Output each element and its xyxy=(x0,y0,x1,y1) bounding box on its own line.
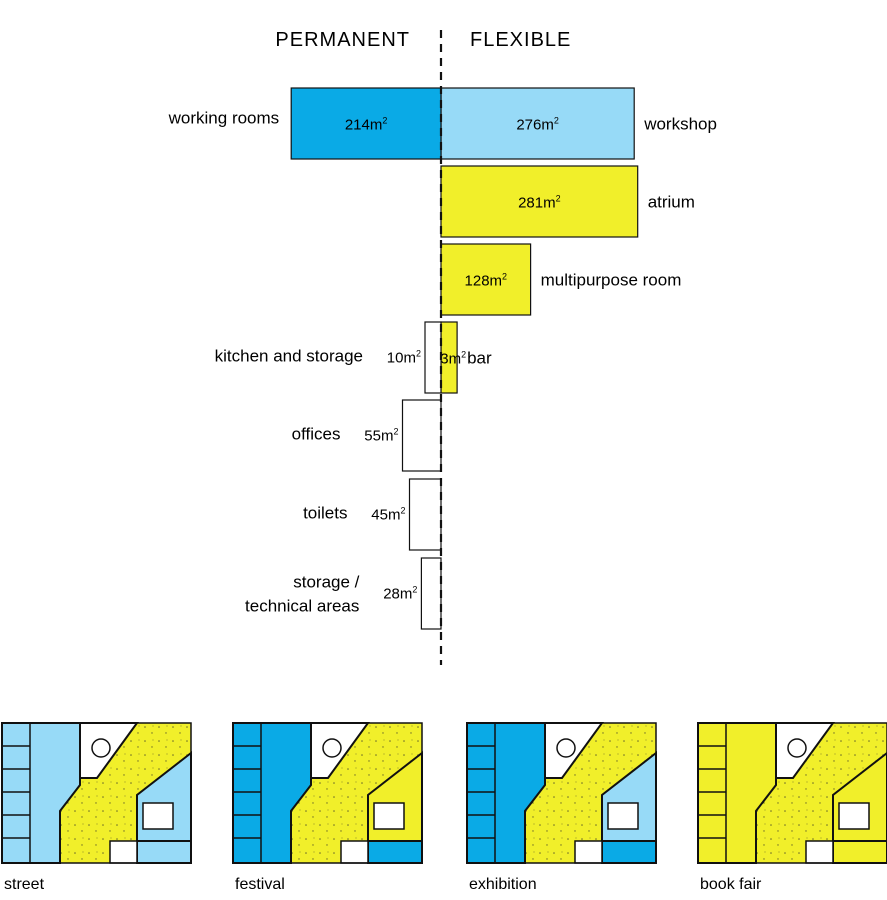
label-flexible-0: workshop xyxy=(643,115,717,134)
plan-frame xyxy=(466,722,657,864)
plan-bottom-white-room xyxy=(340,840,369,864)
plan-0 xyxy=(1,722,192,864)
plan-1 xyxy=(232,722,423,864)
plan-3 xyxy=(697,722,887,864)
plan-bottom-white-room xyxy=(805,840,834,864)
label-permanent-5: toilets xyxy=(303,504,347,523)
scenario-label-2: exhibition xyxy=(469,876,537,893)
value-permanent-3: 10m2 xyxy=(387,349,421,367)
plan-bottom-room xyxy=(601,840,657,864)
label-flexible-1: atrium xyxy=(648,193,695,212)
permanent-header: PERMANENT xyxy=(275,29,410,51)
plan-bottom-room xyxy=(367,840,423,864)
plan-toilet-block xyxy=(607,802,639,830)
bar-permanent-5 xyxy=(408,478,442,551)
bar-permanent-3 xyxy=(424,321,442,394)
bar-permanent-0 xyxy=(290,87,442,160)
plan-stair-circle xyxy=(556,738,576,758)
label-flexible-2: multipurpose room xyxy=(541,271,682,290)
flexible-header: FLEXIBLE xyxy=(470,29,571,51)
plan-stair-circle xyxy=(787,738,807,758)
label-permanent-6-line-0: storage / xyxy=(293,573,359,592)
plan-bottom-white-room xyxy=(109,840,138,864)
value-permanent-4: 55m2 xyxy=(364,427,398,445)
scenario-label-3: book fair xyxy=(700,876,762,893)
scenario-label-0: street xyxy=(4,876,45,893)
bar-flexible-1 xyxy=(440,165,639,238)
plan-stair-circle xyxy=(91,738,111,758)
plan-2 xyxy=(466,722,657,864)
plan-stair-circle xyxy=(322,738,342,758)
plan-toilet-block xyxy=(142,802,174,830)
scenario-label-1: festival xyxy=(235,876,285,893)
plan-frame xyxy=(1,722,192,864)
value-flexible-1: 281m2 xyxy=(518,194,561,212)
label-permanent-6-line-1: technical areas xyxy=(245,597,359,616)
label-permanent-4: offices xyxy=(292,425,341,444)
value-flexible-2: 128m2 xyxy=(465,272,508,290)
scenario-plans: street festival exhibition book fair xyxy=(1,722,887,893)
plan-frame xyxy=(232,722,423,864)
value-permanent-5: 45m2 xyxy=(371,506,405,524)
label-permanent-0: working rooms xyxy=(168,109,280,128)
label-permanent-3: kitchen and storage xyxy=(215,347,363,366)
plan-bottom-white-room xyxy=(574,840,603,864)
value-permanent-0: 214m2 xyxy=(345,116,388,134)
plan-bottom-room xyxy=(136,840,192,864)
plan-frame xyxy=(697,722,887,864)
bar-permanent-4 xyxy=(401,399,442,472)
plan-bottom-room xyxy=(832,840,887,864)
bar-flexible-2 xyxy=(440,243,532,316)
plan-toilet-block xyxy=(838,802,870,830)
bars-layer: 276m2 workshop 214m2 working rooms 281m2 atri… xyxy=(168,87,717,630)
bar-permanent-6 xyxy=(420,557,442,630)
bar-flexible-0 xyxy=(440,87,635,160)
label-flexible-3: bar xyxy=(467,349,492,368)
value-permanent-6: 28m2 xyxy=(383,585,417,603)
value-flexible-0: 276m2 xyxy=(516,116,559,134)
plan-toilet-block xyxy=(373,802,405,830)
